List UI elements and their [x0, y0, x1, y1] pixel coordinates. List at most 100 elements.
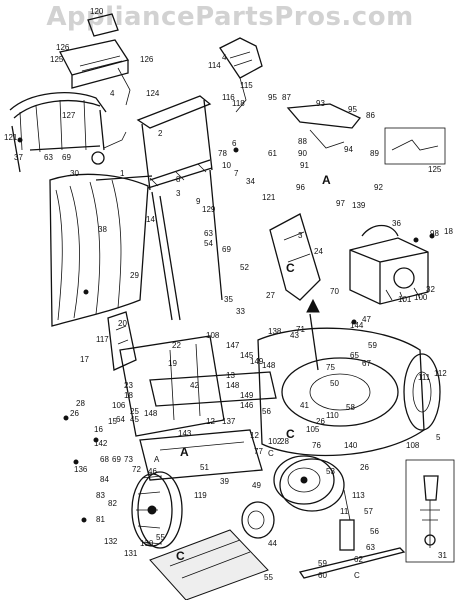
callout: 43 — [290, 331, 299, 340]
callout: 100 — [414, 293, 428, 302]
callout: 22 — [172, 341, 181, 350]
callout: 23 — [124, 381, 133, 390]
callout: 55 — [156, 533, 165, 542]
callout: 53 — [326, 467, 335, 476]
upper-handle-drawing — [9, 92, 127, 173]
callout: 33 — [236, 307, 245, 316]
callout: 9 — [196, 197, 201, 206]
mower-deck-drawing — [257, 327, 441, 457]
callout: 138 — [268, 327, 282, 336]
callout: 98 — [430, 229, 439, 238]
callout: 64 — [116, 415, 125, 424]
callout: 78 — [218, 149, 227, 158]
callout: 12 — [250, 431, 259, 440]
callout: 127 — [62, 111, 76, 120]
callout: 71 — [296, 325, 305, 334]
callout: 57 — [364, 507, 373, 516]
callout: 3 — [176, 189, 181, 198]
callout: 105 — [306, 425, 320, 434]
callout: 61 — [268, 149, 277, 158]
drive-housing-drawing — [119, 335, 277, 481]
callout: 6 — [232, 139, 237, 148]
callout: 69 — [222, 245, 231, 254]
rear-deflector-drawing — [269, 213, 321, 301]
callout: 35 — [224, 295, 233, 304]
callout: 46 — [148, 467, 157, 476]
callout: 146 — [240, 401, 254, 410]
callout: 69 — [62, 153, 71, 162]
callout: 31 — [438, 551, 447, 560]
callout: 91 — [300, 161, 309, 170]
engine-drawing — [349, 224, 429, 305]
callout: 136 — [74, 465, 88, 474]
callout: 39 — [220, 477, 229, 486]
callout: 131 — [124, 549, 138, 558]
callout: 126 — [56, 43, 70, 52]
callout: 118 — [232, 99, 245, 108]
callout: 92 — [374, 183, 383, 192]
callout: 96 — [296, 183, 305, 192]
front-wheel-drawing — [273, 455, 345, 512]
callout: 70 — [330, 287, 339, 296]
callout: 147 — [226, 341, 240, 350]
callout: 4 — [222, 53, 227, 62]
callout: 27 — [266, 291, 275, 300]
callout: 47 — [362, 315, 371, 324]
callout: 124 — [146, 89, 160, 98]
callout: 94 — [344, 145, 353, 154]
callout: 13 — [226, 371, 235, 380]
letter-callout: C — [176, 549, 185, 563]
callout: 137 — [222, 417, 236, 426]
callout: 62 — [354, 555, 363, 564]
callout: 82 — [108, 499, 117, 508]
callout: 54 — [204, 239, 213, 248]
callout: 149 — [240, 391, 254, 400]
callout: 58 — [346, 403, 355, 412]
part-number-labels: 120 126 125 126 124 127 121 37 63 69 4 2… — [4, 7, 453, 582]
callout: 145 — [240, 351, 254, 360]
letter-callout: A — [322, 173, 331, 187]
callout: 41 — [300, 401, 309, 410]
callout: 29 — [130, 271, 139, 280]
rear-flap-drawing — [149, 529, 269, 600]
callout: 139 — [352, 201, 366, 210]
callout: 14 — [146, 215, 155, 224]
callout: 81 — [96, 515, 105, 524]
callout: 18 — [444, 227, 453, 236]
callout: 56 — [370, 527, 379, 536]
callout: 24 — [314, 247, 323, 256]
fasteners — [17, 137, 435, 523]
callout: 67 — [362, 359, 371, 368]
callout: 32 — [426, 285, 435, 294]
callout: 68 — [100, 455, 109, 464]
callout: 69 — [112, 455, 121, 464]
grass-bag-drawing — [49, 173, 153, 371]
callout: 75 — [326, 363, 335, 372]
callout: 86 — [366, 111, 375, 120]
callout: C — [354, 571, 360, 580]
callout: 116 — [222, 93, 235, 102]
callout: 51 — [200, 463, 209, 472]
callout: 117 — [96, 335, 109, 344]
callout: 4 — [110, 89, 115, 98]
callout: 42 — [190, 381, 199, 390]
callout: 106 — [112, 401, 126, 410]
letter-callout: C — [286, 261, 295, 275]
callout: 25 — [130, 407, 139, 416]
callout: 49 — [252, 481, 261, 490]
callout: 130 — [140, 539, 154, 548]
callout: 26 — [360, 463, 369, 472]
callout: 73 — [124, 455, 133, 464]
callout: 120 — [90, 7, 104, 16]
callout: 143 — [178, 429, 192, 438]
callout: 88 — [298, 137, 307, 146]
callout: 114 — [208, 61, 221, 70]
callout: 26 — [70, 409, 79, 418]
callout: 119 — [194, 491, 207, 500]
callout: 129 — [202, 205, 216, 214]
callout: 148 — [226, 381, 240, 390]
main-handle-drawing — [136, 95, 223, 321]
callout: 76 — [312, 441, 321, 450]
